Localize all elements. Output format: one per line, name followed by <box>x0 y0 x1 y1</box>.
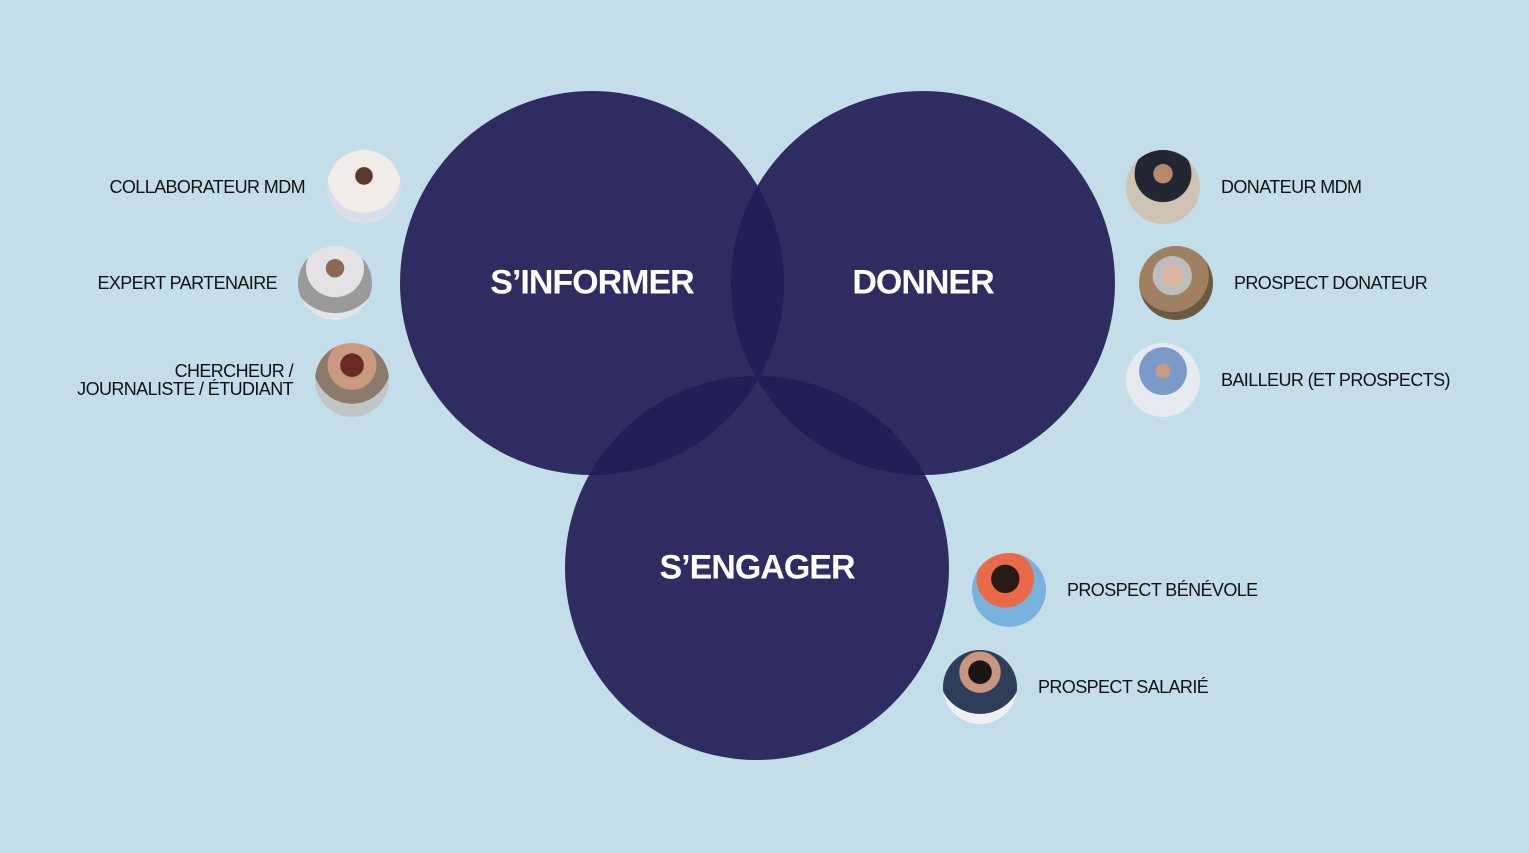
persona-label-chercheur: CHERCHEUR / JOURNALISTE / ÉTUDIANT <box>77 362 293 398</box>
circle-label-informer: S’INFORMER <box>490 263 694 302</box>
avatar-collaborateur <box>327 150 401 224</box>
persona-label-salarie: PROSPECT SALARIÉ <box>1038 677 1209 697</box>
avatar-bailleur <box>1126 343 1200 417</box>
avatar-chercheur <box>315 343 389 417</box>
label-line-2: JOURNALISTE / ÉTUDIANT <box>77 379 293 399</box>
persona-label-donateur: DONATEUR MDM <box>1221 177 1362 197</box>
persona-label-expert: EXPERT PARTENAIRE <box>97 273 277 293</box>
avatar-donateur <box>1126 150 1200 224</box>
circle-donner <box>731 91 1115 475</box>
avatar-salarie <box>943 650 1017 724</box>
circle-label-engager: S’ENGAGER <box>659 548 855 587</box>
circle-informer <box>400 91 784 475</box>
persona-label-bailleur: BAILLEUR (ET PROSPECTS) <box>1221 370 1451 390</box>
avatar-benevole <box>972 553 1046 627</box>
persona-label-prospect-donateur: PROSPECT DONATEUR <box>1234 273 1428 293</box>
persona-label-collaborateur: COLLABORATEUR MDM <box>109 177 306 197</box>
label-line-1: CHERCHEUR / <box>174 361 294 381</box>
avatar-expert <box>298 246 372 320</box>
circle-label-donner: DONNER <box>852 263 994 302</box>
circle-engager <box>565 376 949 760</box>
persona-label-benevole: PROSPECT BÉNÉVOLE <box>1067 580 1258 600</box>
avatar-prospect-donateur <box>1139 246 1213 320</box>
